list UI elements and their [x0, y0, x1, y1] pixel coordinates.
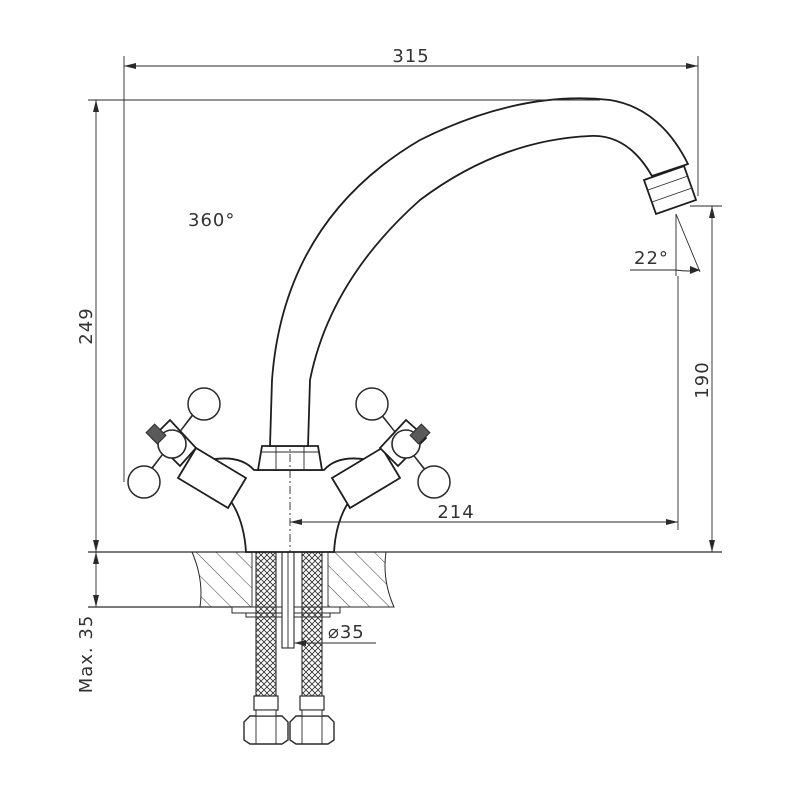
dimension-width-315: 315	[123, 46, 699, 482]
dimension-height-249: 249	[76, 99, 600, 552]
dimension-label-max-thickness: Max. 35	[76, 615, 97, 694]
dimension-max-thickness: Max. 35	[76, 552, 99, 693]
dimension-angle-22: 22°	[630, 213, 701, 276]
dimension-label-width: 315	[392, 46, 429, 67]
faucet-body	[176, 438, 402, 553]
left-handle	[127, 387, 221, 499]
dimension-spout-height-190: 190	[690, 205, 722, 552]
dimension-label-hole: ⌀35	[328, 622, 365, 643]
dimension-label-spout-height: 190	[692, 361, 713, 398]
dimension-label-reach: 214	[437, 502, 474, 523]
dimension-label-height: 249	[76, 307, 97, 344]
dimension-reach-214: 214	[290, 276, 679, 530]
rotation-label: 360°	[188, 210, 235, 231]
dimension-hole-diameter-35: ⌀35	[294, 622, 376, 646]
right-handle	[355, 387, 451, 499]
countertop-section	[88, 551, 722, 618]
angle-label: 22°	[634, 248, 669, 269]
supply-hoses	[243, 551, 335, 745]
spout	[269, 97, 698, 447]
